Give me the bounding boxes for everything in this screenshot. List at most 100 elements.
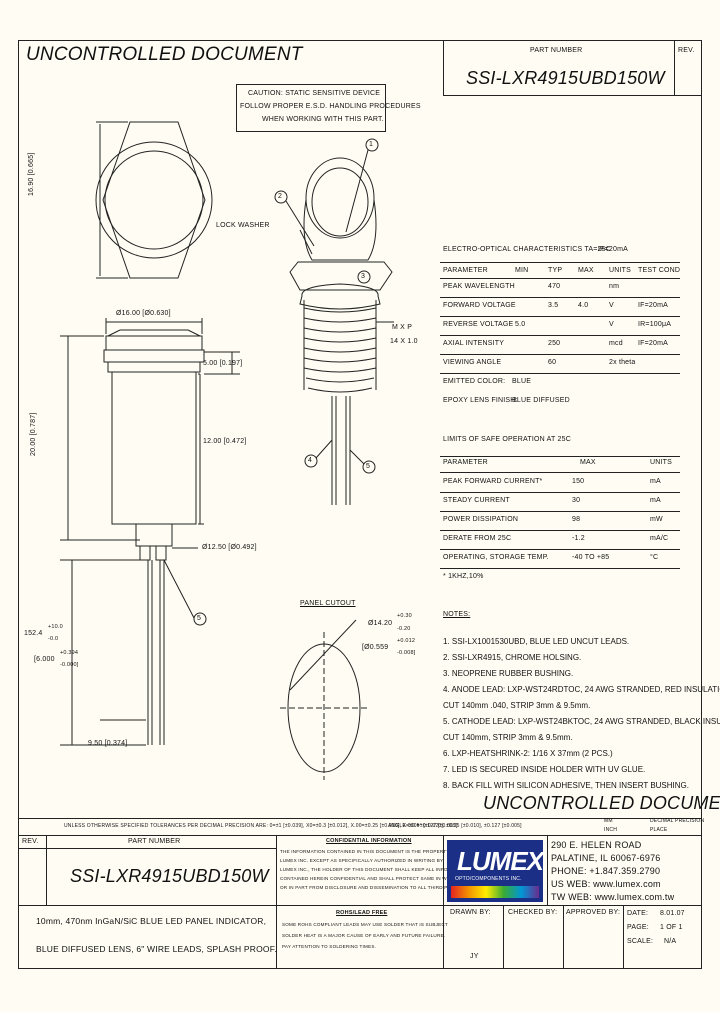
note-item-5: 5. CATHODE LEAD: LXP-WST24BKTOC, 24 AWG … [443, 717, 720, 726]
phone: PHONE: +1.847.359.2790 [551, 866, 661, 876]
eo-cell-4-2: 60 [548, 359, 557, 366]
dim-1524: 152.4 [24, 630, 43, 637]
eo-cell-0-2: 470 [548, 283, 561, 290]
confidential-line3: LUMEX INC., THE HOLDER OF THIS DOCUMENT … [280, 867, 470, 872]
eo-cell-2-4: V [609, 321, 614, 328]
limits-header-2: UNITS [650, 459, 672, 466]
rubber-bushing [135, 523, 173, 547]
eo-header-1: MIN [515, 267, 529, 274]
confidential-line4: CONTAINED HEREIN CONFIDENTIAL AND SHALL … [280, 876, 461, 881]
limits-title: LIMITS OF SAFE OPERATION AT 25C [443, 436, 571, 443]
limits-cell-1-0: STEADY CURRENT [443, 497, 510, 504]
eo-row-rule-4 [440, 373, 680, 374]
caution-line1: CAUTION: STATIC SENSITIVE DEVICE [248, 90, 381, 97]
dim-1524-tol-plus: +10.0 [48, 624, 63, 630]
tolerance-inch: INCH [604, 827, 618, 833]
date-value: 8.01.07 [660, 910, 685, 917]
limits-cell-4-1: -40 TO +85 [572, 554, 610, 561]
logo-subtitle: OPTO/COMPONENTS INC. [455, 876, 522, 882]
dim-6000: [6.000 [34, 656, 55, 663]
callout-circle-4 [304, 454, 318, 468]
iso-lens-top [305, 157, 375, 239]
page-value: 1 OF 1 [660, 924, 683, 931]
note-item-2: 3. NEOPRENE RUBBER BUSHING. [443, 669, 574, 678]
limits-row-rule-2 [440, 530, 680, 531]
eo-header-2: TYP [548, 267, 563, 274]
limits-cell-3-2: mA/C [650, 535, 669, 542]
callout-2: 2 [278, 193, 283, 200]
cut-dia-a: Ø14.20 [368, 620, 393, 627]
lumex-logo: LUMEX OPTO/COMPONENTS INC. [447, 840, 544, 902]
dim-1690: 16.90 [0.665] [28, 152, 35, 196]
callout-circle-2 [274, 190, 288, 204]
note-item-4: CUT 140mm .040, STRIP 3mm & 9.5mm. [443, 701, 591, 710]
eo-header-3: MAX [578, 267, 594, 274]
iso-hex-nut [289, 261, 393, 291]
eo-header-0: PARAMETER [443, 267, 488, 274]
limits-row-rule-0 [440, 492, 680, 493]
limits-header-rule [440, 472, 680, 473]
limits-cell-3-0: DERATE FROM 25C [443, 535, 512, 542]
limits-cell-4-0: OPERATING, STORAGE TEMP. [443, 554, 549, 561]
side-flange [105, 335, 203, 351]
dim-950: 9.50 [0.374] [88, 740, 128, 747]
cut-dia-b-minus: -0.008] [397, 650, 416, 656]
limits-cell-2-1: 98 [572, 516, 581, 523]
us-web-link[interactable]: US WEB: www.lumex.com [551, 879, 661, 889]
eo-cell-5-0: EMITTED COLOR: [443, 378, 506, 385]
eo-cell-3-4: mcd [609, 340, 623, 347]
page-label: PAGE: [627, 924, 649, 931]
cut-dia-b: [Ø0.559 [362, 644, 389, 651]
eo-cell-2-1: 5.0 [515, 321, 526, 328]
eo-row-rule-1 [440, 316, 680, 317]
callout-circle-3 [357, 270, 371, 284]
technical-drawing [60, 121, 394, 780]
eo-condition: IF=20mA [598, 246, 628, 253]
limits-row-rule-3 [440, 549, 680, 550]
dim-6000-tol-plus: +0.394 [60, 650, 79, 656]
callout-5: 5 [366, 463, 371, 470]
header-rev-label: REV. [678, 47, 695, 54]
rohs-line1: SOME ROHS COMPLIANT LEADS MAY USE SOLDER… [282, 922, 448, 927]
tolerance-mm: MM [604, 818, 613, 824]
callout-5-lower: 5 [197, 615, 202, 622]
eo-cell-2-5: IR=100μA [638, 321, 672, 328]
limits-cell-3-1: -1.2 [572, 535, 585, 542]
hex-nut-front-view [102, 121, 206, 279]
logo-spectrum-bar [451, 886, 539, 898]
tolerance-decimal: DECIMAL PRECISION [650, 818, 705, 824]
header-part-number-label: PART NUMBER [530, 47, 583, 54]
limits-cell-2-2: mW [650, 516, 663, 523]
callout-circle-1 [365, 138, 379, 152]
eo-cell-4-4: 2x theta [609, 359, 636, 366]
tolerance-place: PLACE [650, 827, 668, 833]
cut-dia-b-plus: +0.012 [397, 638, 416, 644]
address-line2: PALATINE, IL 60067-6976 [551, 853, 661, 863]
eo-cell-0-0: PEAK WAVELENGTH [443, 283, 515, 290]
uncontrolled-stamp-bottom: UNCONTROLLED DOCUMENT [483, 793, 720, 813]
cut-dia-a-minus: -0.20 [397, 626, 411, 632]
logo-wordmark: LUMEX [457, 846, 544, 876]
front-bezel-inner [104, 150, 204, 250]
eo-cell-3-2: 250 [548, 340, 561, 347]
eo-header-rule [440, 278, 680, 279]
limits-footnote: * 1KHZ,10% [443, 573, 484, 580]
limits-header-1: MAX [580, 459, 596, 466]
tb-part-number: SSI-LXR4915UBD150W [70, 866, 269, 886]
tw-web-link[interactable]: TW WEB: www.lumex.com.tw [551, 892, 675, 902]
caution-box [236, 84, 386, 132]
limits-cell-0-0: PEAK FORWARD CURRENT* [443, 478, 543, 485]
approved-by-label: APPROVED BY: [566, 909, 621, 916]
note-item-9: 8. BACK FILL WITH SILICON ADHESIVE, THEN… [443, 781, 689, 790]
confidential-line5: OR IN PART FROM DISCLOSURE AND DISSEMINA… [280, 885, 467, 890]
scale-label: SCALE: [627, 938, 654, 945]
callout-circle-5-lower [193, 612, 207, 626]
confidential-line2: LUMEX INC. EXCEPT AS SPECIFICALLY AUTHOR… [280, 858, 444, 863]
confidential-line1: THE INFORMATION CONTAINED IN THIS DOCUME… [280, 849, 458, 854]
eo-cell-5-1: BLUE [512, 378, 532, 385]
eo-title: ELECTRO-OPTICAL CHARACTERISTICS TA=25C [443, 246, 611, 253]
caution-line3: WHEN WORKING WITH THIS PART. [262, 116, 384, 123]
eo-cell-3-5: IF=20mA [638, 340, 668, 347]
sheet-border [18, 40, 702, 969]
